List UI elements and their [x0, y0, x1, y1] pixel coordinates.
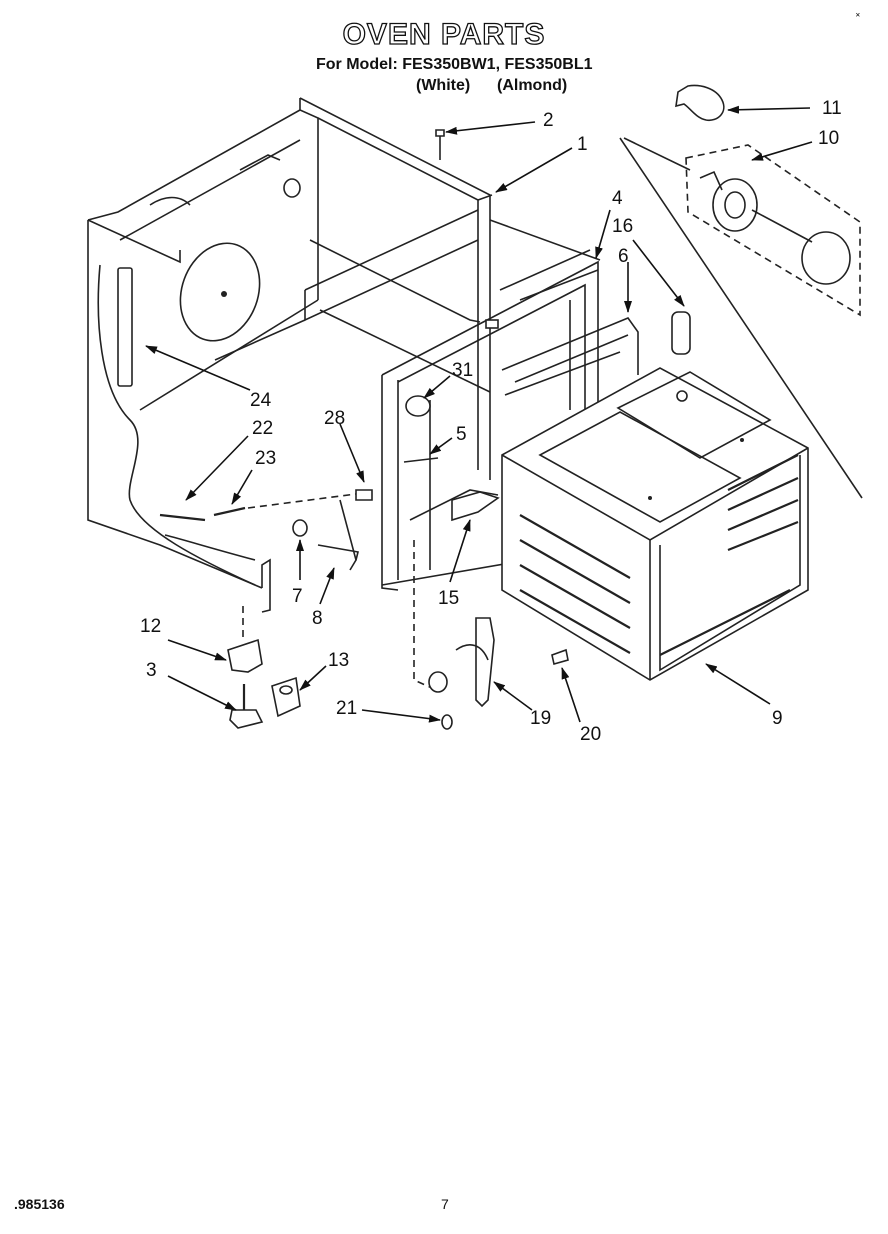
callout-24: 24 — [250, 390, 272, 411]
callout-10: 10 — [818, 128, 839, 149]
callout-4: 4 — [612, 188, 623, 209]
oven-lamp-assembly — [619, 84, 863, 499]
callout-1: 1 — [577, 134, 588, 155]
callout-23: 23 — [255, 448, 276, 469]
callout-16: 16 — [612, 216, 633, 237]
callout-7: 7 — [292, 586, 303, 607]
color-label-white: (White) — [416, 77, 471, 94]
callout-31: 31 — [452, 360, 473, 381]
callout-28: 28 — [324, 408, 345, 429]
oven-liner — [501, 367, 809, 681]
callout-2: 2 — [543, 110, 554, 131]
callout-8: 8 — [312, 608, 323, 629]
callout-19: 19 — [530, 708, 551, 729]
small-parts — [159, 129, 569, 730]
callout-13: 13 — [328, 650, 349, 671]
corner-mark: ˟ — [856, 12, 860, 24]
document-number: .985136 — [14, 1196, 65, 1212]
leader-arrows — [145, 105, 813, 723]
model-line: For Model: FES350BW1, FES350BL1 — [316, 56, 593, 73]
callout-labels: 1 2 3 4 5 6 7 8 9 10 11 12 13 15 16 19 2… — [140, 98, 842, 745]
callout-15: 15 — [438, 588, 459, 609]
callout-5: 5 — [456, 424, 467, 445]
rack-support — [501, 300, 639, 410]
callout-3: 3 — [146, 660, 157, 681]
page-number: 7 — [441, 1196, 449, 1212]
callout-21: 21 — [336, 698, 357, 719]
callout-22: 22 — [252, 418, 273, 439]
callout-9: 9 — [772, 708, 783, 729]
callout-11: 11 — [822, 98, 842, 119]
page-title: OVEN PARTS — [342, 17, 546, 51]
callout-20: 20 — [580, 724, 601, 745]
callout-12: 12 — [140, 616, 161, 637]
color-label-almond: (Almond) — [497, 77, 568, 94]
callout-6: 6 — [618, 246, 629, 267]
oven-chassis — [87, 97, 601, 613]
